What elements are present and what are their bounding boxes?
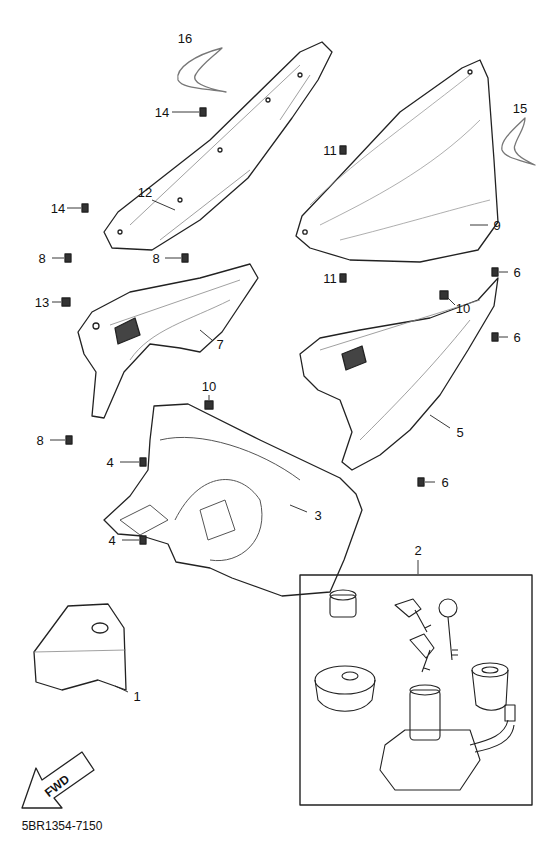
callout-number: 14 — [50, 201, 66, 216]
leader-lines — [50, 112, 508, 692]
callout-number: 11 — [322, 271, 338, 286]
callout-number: 3 — [313, 508, 322, 523]
callout-number: 14 — [154, 105, 170, 120]
callout-number: 7 — [215, 337, 224, 352]
decal-15 — [502, 118, 535, 165]
drawing-code: 5BR1354-7150 — [21, 819, 104, 833]
callout-number: 5 — [455, 425, 464, 440]
callout-number: 10 — [201, 379, 217, 394]
callout-number: 8 — [151, 251, 160, 266]
side-panel-5 — [300, 278, 498, 470]
seat-cowl-1 — [34, 604, 126, 690]
callout-number: 11 — [322, 143, 338, 158]
callout-number: 10 — [455, 301, 471, 316]
callout-number: 4 — [107, 533, 116, 548]
callout-number: 4 — [105, 455, 114, 470]
side-cover-12 — [104, 42, 332, 250]
center-cover-3 — [104, 404, 362, 596]
side-cover-9 — [296, 60, 498, 262]
callout-number: 6 — [512, 265, 521, 280]
callout-number: 6 — [440, 475, 449, 490]
decal-16 — [178, 48, 226, 92]
side-panel-7 — [78, 264, 258, 418]
key-set-box — [300, 575, 532, 805]
fwd-arrow — [22, 752, 94, 808]
callout-number: 9 — [492, 218, 501, 233]
callout-number: 2 — [413, 543, 422, 558]
callout-number: 6 — [512, 330, 521, 345]
key-set — [315, 590, 515, 790]
callout-number: 1 — [132, 689, 141, 704]
callout-number: 13 — [34, 295, 50, 310]
fasteners — [62, 108, 498, 544]
callout-number: 8 — [37, 251, 46, 266]
callout-number: 15 — [512, 101, 528, 116]
callout-number: 16 — [177, 31, 193, 46]
callout-number: 8 — [35, 433, 44, 448]
callout-number: 12 — [137, 185, 153, 200]
